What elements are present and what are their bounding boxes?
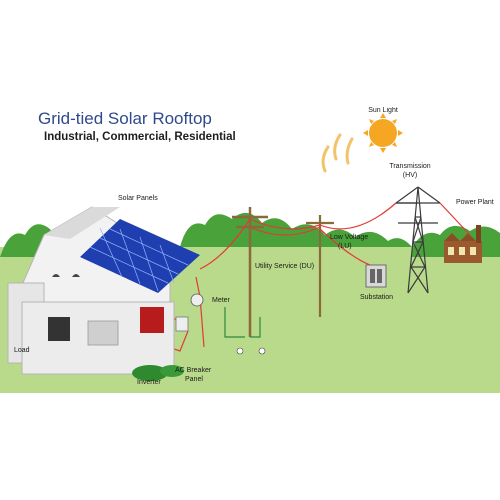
lamp-icon [52,274,60,277]
diagram-frame: Grid-tied Solar Rooftop Industrial, Comm… [0,107,500,393]
solar-panels-icon [80,219,200,293]
label-ac-breaker-1: AC Breaker [175,367,212,374]
label-inverter: Inverter [137,379,161,386]
ground-lines [224,307,261,338]
transmission-tower-icon [394,186,441,294]
diagram-canvas [0,113,500,393]
inverter-icon [140,307,164,333]
label-lu: (LU) [338,243,352,250]
lamp-icon [72,274,80,277]
substation-icon [365,264,387,288]
label-low-voltage: Low Voltage [330,234,369,241]
import-meter-icon [236,347,244,355]
label-utility-service: Utility Service (DU) [255,263,315,270]
label-ac-breaker-2: Panel [185,376,203,383]
label-transmission: Transmission [389,163,431,170]
low-voltage-pole-icon [306,215,334,317]
label-sun-light: Sun Light [368,107,398,114]
label-substation: Substation [360,294,394,301]
diagram-title: Grid-tied Solar Rooftop [38,109,212,128]
label-solar-panels: Solar Panels [118,195,158,202]
meter-icon [190,293,204,307]
label-hv: (HV) [402,172,418,179]
bush-icon [160,365,184,377]
label-load: Load [14,347,30,354]
tv-load-icon [48,317,70,341]
appliance-load-icon [87,320,119,346]
tree-line-middle [180,212,412,247]
sun-rays-icon [363,113,403,153]
diagram-subtitle: Industrial, Commercial, Residential [44,131,236,143]
sun-icon [369,119,397,147]
label-power-plant: Power Plant [456,199,494,206]
bush-icon [132,365,168,381]
sun-beams-icon [321,133,354,173]
power-plant-icon [444,225,482,263]
breaker-panel-icon [175,316,189,332]
label-meter: Meter [212,297,230,304]
export-meter-icon [258,347,266,355]
